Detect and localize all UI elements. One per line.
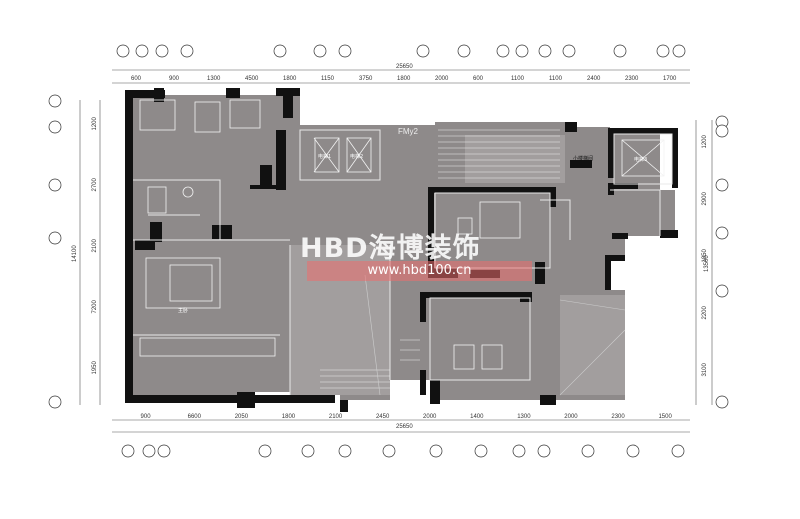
- top-seg-7: 1800: [397, 76, 411, 82]
- top-seg-14: 1700: [663, 76, 677, 82]
- right-seg-1: 2900: [702, 191, 708, 205]
- axis-bubbles-left: [48, 94, 62, 409]
- top-seg-0: 600: [131, 76, 142, 82]
- bottom-seg-6: 2000: [423, 414, 437, 420]
- right-seg-2: 1850: [702, 248, 708, 262]
- top-seg-4: 1800: [283, 76, 297, 82]
- top-segment-dims: 600 900 1300 4500 1800 1150 3750 1800 2000 600 110…: [131, 76, 677, 82]
- stairs: [320, 129, 560, 389]
- watermark-url: www.hbd100.cn: [307, 261, 532, 281]
- bottom-seg-5: 2450: [376, 414, 390, 420]
- top-seg-6: 3750: [359, 76, 373, 82]
- right-seg-4: 3100: [702, 362, 708, 376]
- elevator-2-label: 电梯2: [350, 153, 363, 160]
- right-seg-3: 2200: [702, 305, 708, 319]
- left-seg-2: 2100: [92, 238, 98, 252]
- top-seg-9: 600: [473, 76, 484, 82]
- bottom-seg-11: 1500: [658, 414, 672, 420]
- left-seg-4: 1950: [92, 360, 98, 374]
- left-seg-0: 1200: [92, 116, 98, 130]
- bottom-seg-8: 1300: [517, 414, 531, 420]
- master-bedroom-label: 主卧: [178, 307, 188, 314]
- top-seg-5: 1150: [321, 76, 335, 82]
- bottom-seg-7: 1400: [470, 414, 484, 420]
- watermark-brand: HBD海博装饰: [300, 233, 481, 264]
- right-segment-dims: 1200 2900 1850 2200 3100: [702, 134, 708, 376]
- top-seg-12: 2400: [587, 76, 601, 82]
- bottom-seg-0: 900: [141, 414, 152, 420]
- top-seg-3: 4500: [245, 76, 259, 82]
- furniture: [139, 99, 665, 370]
- elevator-3-label: 电梯3: [634, 156, 647, 163]
- walls: [125, 88, 678, 412]
- top-total-dim: 25650: [396, 64, 413, 70]
- fmy-label: FMy2: [398, 127, 419, 136]
- bottom-segment-dims: 900 6600 2050 1800 2100 2450 2000 1400 1300 2000 2…: [141, 414, 673, 420]
- balcony-lines: [364, 274, 626, 396]
- left-seg-1: 2700: [92, 177, 98, 191]
- bottom-seg-9: 2000: [564, 414, 578, 420]
- axis-bubbles-bottom: [121, 444, 685, 458]
- stair-room-label: 小楼梯间: [573, 155, 593, 162]
- top-seg-8: 2000: [435, 76, 449, 82]
- left-seg-3: 7200: [92, 299, 98, 313]
- bottom-seg-4: 2100: [329, 414, 343, 420]
- top-seg-2: 1300: [207, 76, 221, 82]
- top-seg-13: 2300: [625, 76, 639, 82]
- elevator-1-label: 电梯1: [318, 153, 331, 160]
- bottom-seg-2: 2050: [235, 414, 249, 420]
- right-seg-0: 1200: [702, 134, 708, 148]
- axis-bubbles-right: [715, 115, 729, 409]
- bottom-seg-10: 2300: [611, 414, 625, 420]
- left-segment-dims: 1200 2700 2100 7200 1950: [92, 116, 98, 374]
- top-seg-10: 1100: [511, 76, 525, 82]
- bottom-seg-1: 6600: [188, 414, 202, 420]
- left-total-dim: 14100: [72, 245, 78, 262]
- dimension-lines: [79, 69, 713, 433]
- top-seg-1: 900: [169, 76, 180, 82]
- top-seg-11: 1100: [549, 76, 563, 82]
- axis-bubbles-top: [116, 44, 686, 58]
- right-total-dim: 13500: [704, 255, 710, 272]
- bottom-total-dim: 25650: [396, 424, 413, 430]
- bottom-seg-3: 1800: [282, 414, 296, 420]
